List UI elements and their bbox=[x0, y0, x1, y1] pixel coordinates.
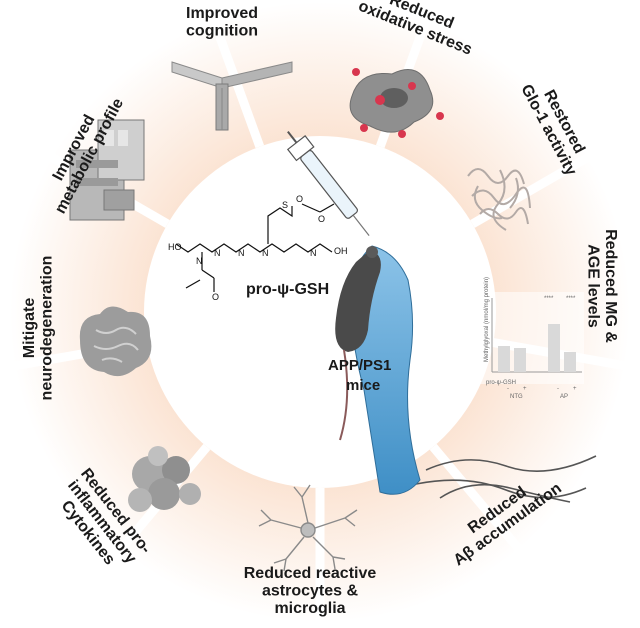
atom-O: O bbox=[296, 194, 303, 204]
mini-chart-ylabel: Methylglyoxal (nmol/mg protein) bbox=[484, 277, 490, 362]
segment-label-neurodegeneration: Mitigateneurodegeneration bbox=[21, 256, 56, 401]
atom-N: N bbox=[214, 248, 221, 258]
mini-bar bbox=[564, 352, 576, 372]
atom-O: O bbox=[318, 214, 325, 224]
segment-label-line: Reduced MG & bbox=[602, 229, 619, 343]
treatment-mark: + bbox=[573, 386, 577, 392]
group-label: NTG bbox=[510, 394, 523, 400]
protein-structure-icon bbox=[467, 168, 531, 231]
sig-marker: **** bbox=[544, 296, 554, 302]
chemical-atom-labels: S O O HO OH N N N N N O bbox=[168, 194, 348, 302]
compound-label: pro-ψ-GSH bbox=[246, 281, 329, 298]
segment-label-line: microglia bbox=[274, 600, 345, 617]
y-maze-icon bbox=[171, 61, 293, 131]
chemical-structure bbox=[175, 203, 335, 292]
metabolic-cage-icon bbox=[69, 119, 145, 221]
segment-label-line: astrocytes & bbox=[262, 583, 358, 600]
center-circle bbox=[144, 136, 496, 488]
atom-N: N bbox=[310, 248, 317, 258]
mini-bar bbox=[548, 324, 560, 372]
atom-N: N bbox=[196, 256, 203, 266]
mini-bar bbox=[498, 346, 510, 372]
segment-label-line: Reduced reactive bbox=[244, 565, 377, 582]
cytokine-cluster-icon bbox=[128, 446, 201, 512]
segment-label-line: Mitigate bbox=[21, 298, 38, 359]
segment-label-line: AGE levels bbox=[584, 244, 601, 328]
brain-slice-icon bbox=[79, 306, 152, 377]
segment-label-line: cognition bbox=[186, 23, 258, 40]
segment-label-line: Improved bbox=[186, 5, 258, 22]
atom-HO: HO bbox=[168, 242, 182, 252]
sig-marker: **** bbox=[566, 296, 576, 302]
atom-N: N bbox=[238, 248, 245, 258]
syringe-icon bbox=[286, 130, 370, 237]
segment-label-line: neurodegeneration bbox=[39, 256, 56, 401]
atom-O: O bbox=[212, 292, 219, 302]
treatment-mark: - bbox=[557, 386, 559, 392]
atom-N: N bbox=[262, 248, 269, 258]
atom-S: S bbox=[282, 200, 288, 210]
segment-label-mg-age: Reduced MG &AGE levels bbox=[584, 229, 619, 343]
treatment-mark: + bbox=[523, 386, 527, 392]
group-label: AP bbox=[560, 394, 568, 400]
astrocyte-icon bbox=[258, 484, 358, 572]
ros-cell-icon bbox=[349, 68, 444, 138]
mouse-icon bbox=[335, 246, 381, 441]
mini-chart-row-label: pro-ψ-GSH bbox=[486, 380, 516, 386]
mouse-label-line-1: APP/PS1 bbox=[328, 357, 391, 374]
bar-chart-icon: **** **** pro-ψ-GSH - + - + NTG AP Methy… bbox=[480, 277, 584, 400]
treatment-mark: - bbox=[507, 386, 509, 392]
amyloid-fibril-icon bbox=[415, 455, 597, 503]
mouse-label-line-2: mice bbox=[346, 377, 380, 394]
segment-divider bbox=[429, 443, 530, 561]
atom-OH: OH bbox=[334, 246, 348, 256]
mini-bar bbox=[514, 348, 526, 372]
